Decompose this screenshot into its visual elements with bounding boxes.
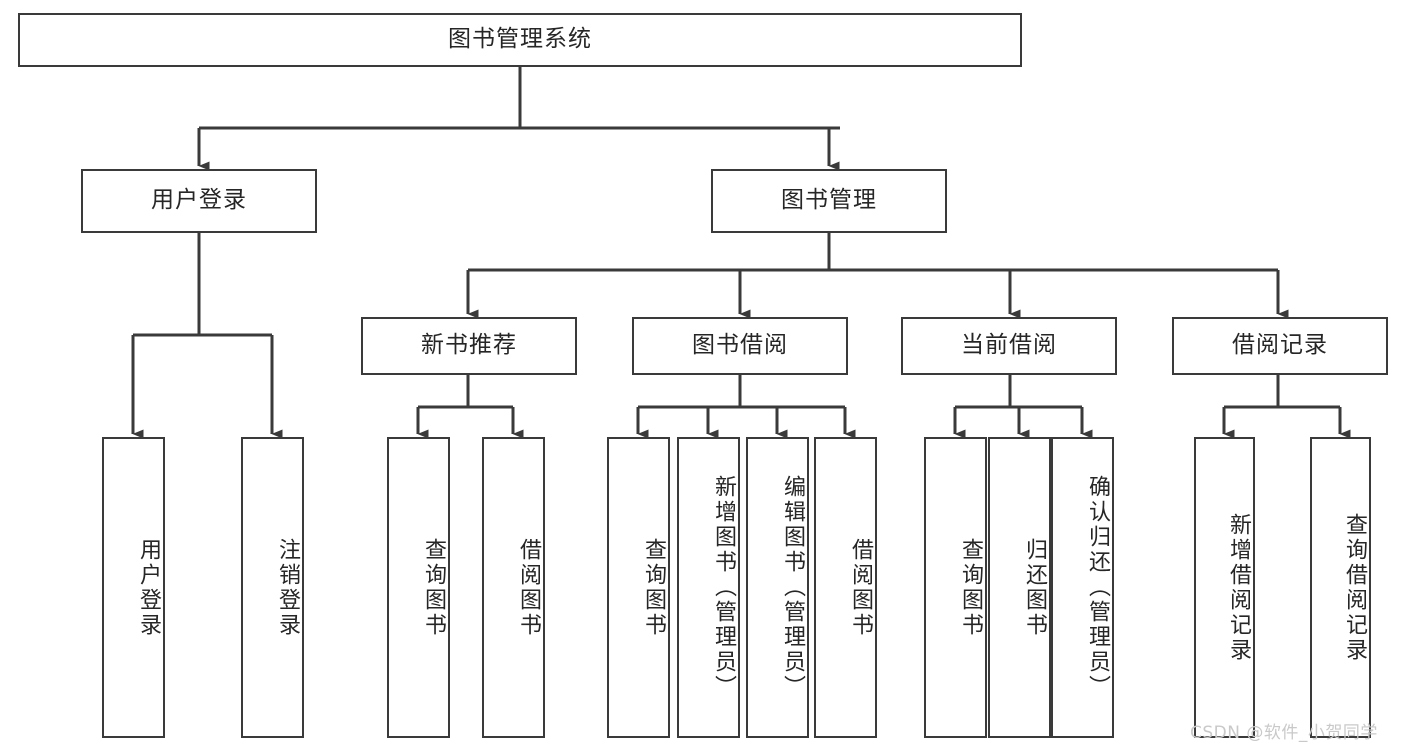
node-leaf-return-book[interactable]: 归还图书 bbox=[988, 437, 1051, 738]
node-label: 查询图书 bbox=[421, 537, 446, 638]
watermark-text: CSDN @软件_小贺同学 bbox=[1190, 723, 1378, 743]
node-leaf-user-login[interactable]: 用户登录 bbox=[102, 437, 165, 738]
node-leaf-borrow-book-2[interactable]: 借阅图书 bbox=[814, 437, 877, 738]
node-label: 查询图书 bbox=[958, 537, 983, 638]
node-leaf-edit-book[interactable]: 编辑图书（管理员） bbox=[746, 437, 809, 738]
node-label: 当前借阅 bbox=[961, 332, 1057, 359]
node-label: 借阅图书 bbox=[848, 537, 873, 638]
node-leaf-add-book[interactable]: 新增图书（管理员） bbox=[677, 437, 740, 738]
node-label: 编辑图书（管理员） bbox=[780, 475, 805, 700]
node-label: 新增图书（管理员） bbox=[711, 475, 736, 700]
node-label: 查询图书 bbox=[641, 537, 666, 638]
node-root-system[interactable]: 图书管理系统 bbox=[18, 13, 1022, 67]
node-label: 查询借阅记录 bbox=[1342, 512, 1367, 663]
node-label: 借阅图书 bbox=[516, 537, 541, 638]
node-label: 用户登录 bbox=[136, 537, 161, 638]
node-new-book-recommend[interactable]: 新书推荐 bbox=[361, 317, 577, 375]
node-label: 图书借阅 bbox=[692, 332, 788, 359]
node-leaf-query-book-2[interactable]: 查询图书 bbox=[607, 437, 670, 738]
node-leaf-borrow-book-1[interactable]: 借阅图书 bbox=[482, 437, 545, 738]
node-label: 归还图书 bbox=[1022, 537, 1047, 638]
node-label: 借阅记录 bbox=[1232, 332, 1328, 359]
node-leaf-query-book-1[interactable]: 查询图书 bbox=[387, 437, 450, 738]
node-leaf-add-record[interactable]: 新增借阅记录 bbox=[1194, 437, 1255, 738]
node-borrow-record[interactable]: 借阅记录 bbox=[1172, 317, 1388, 375]
node-book-borrow[interactable]: 图书借阅 bbox=[632, 317, 848, 375]
node-current-borrow[interactable]: 当前借阅 bbox=[901, 317, 1117, 375]
node-leaf-confirm-return[interactable]: 确认归还（管理员） bbox=[1051, 437, 1114, 738]
node-leaf-query-record[interactable]: 查询借阅记录 bbox=[1310, 437, 1371, 738]
node-label: 新增借阅记录 bbox=[1226, 512, 1251, 663]
node-leaf-query-book-3[interactable]: 查询图书 bbox=[924, 437, 987, 738]
node-book-management[interactable]: 图书管理 bbox=[711, 169, 947, 233]
node-leaf-logout[interactable]: 注销登录 bbox=[241, 437, 304, 738]
node-label: 用户登录 bbox=[151, 187, 247, 214]
node-label: 图书管理 bbox=[781, 187, 877, 214]
node-user-login[interactable]: 用户登录 bbox=[81, 169, 317, 233]
node-label: 新书推荐 bbox=[421, 332, 517, 359]
node-label: 确认归还（管理员） bbox=[1085, 475, 1110, 700]
node-label: 注销登录 bbox=[275, 537, 300, 638]
node-label: 图书管理系统 bbox=[448, 26, 592, 53]
